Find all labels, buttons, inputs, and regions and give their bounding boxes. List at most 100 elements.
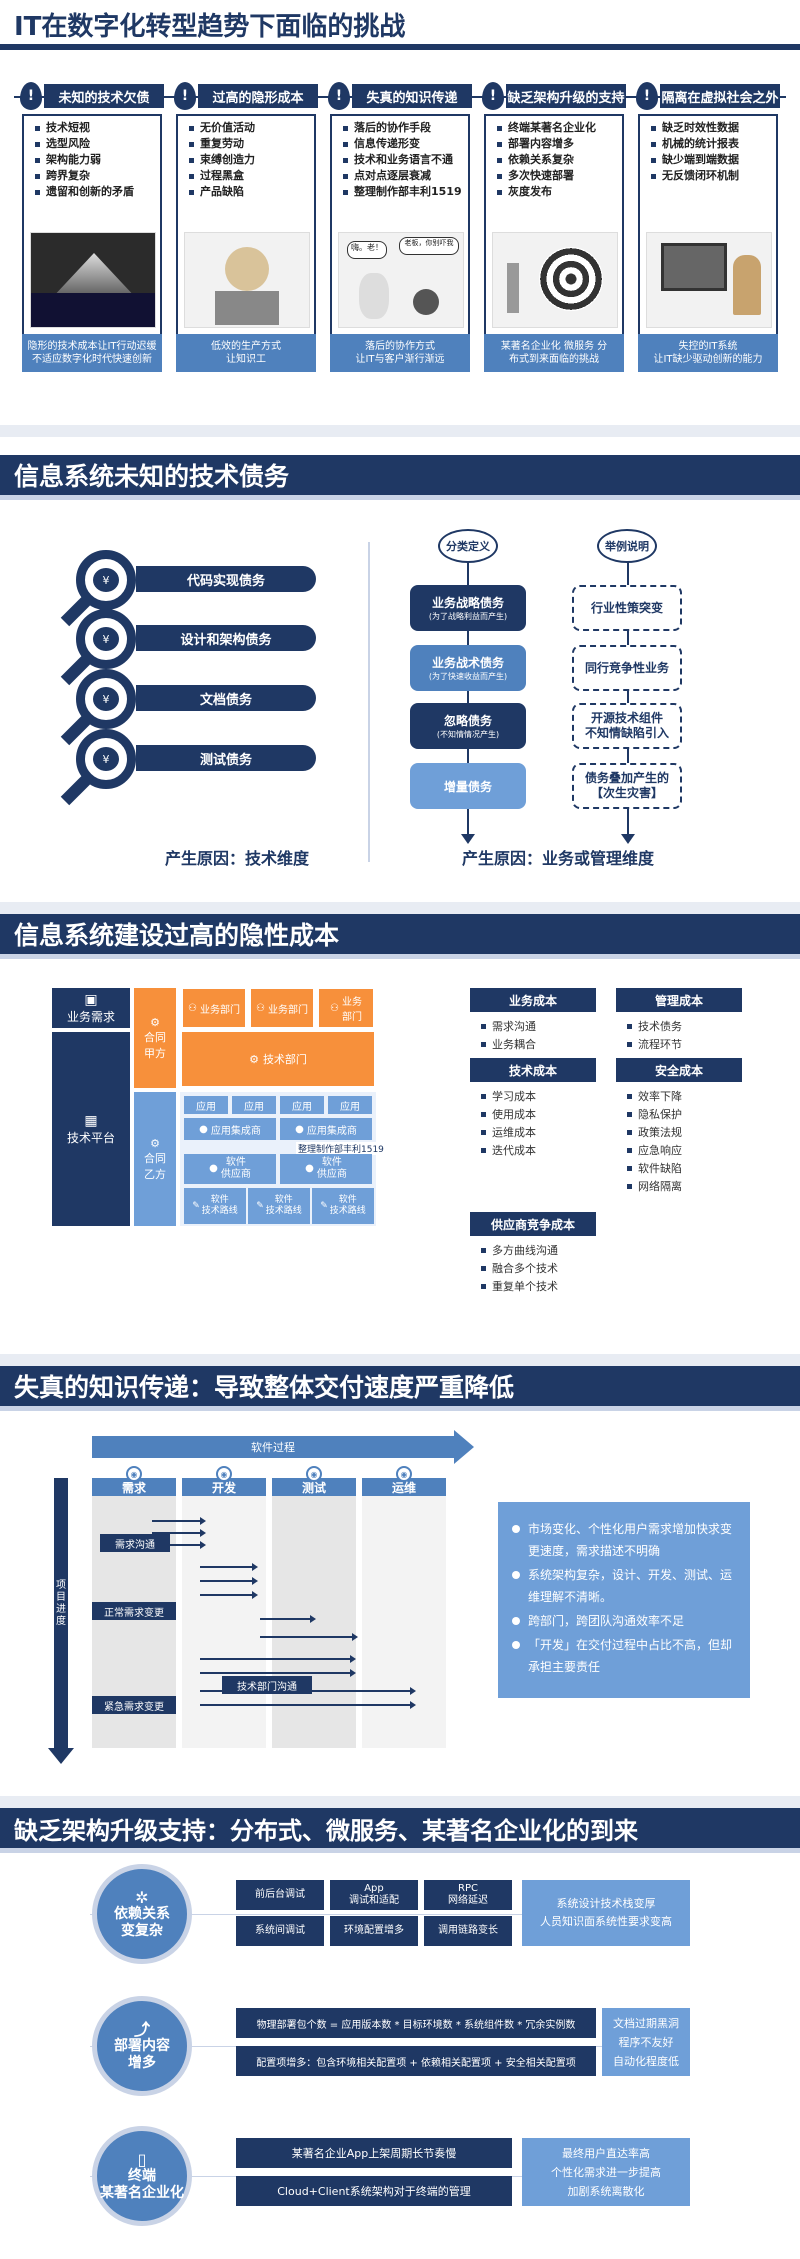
process-arrow: 软件过程 [92,1436,454,1458]
wrench-icon: ✎ [256,1200,264,1211]
def-name: 业务战略债务 [431,596,504,610]
cost-items: 多方曲线沟通融合多个技术重复单个技术 [478,1242,604,1296]
cost-items: 技术债务流程环节 [624,1018,750,1054]
col-item: 过程黑盒 [186,168,316,184]
phase-icon: ◉ [396,1466,412,1482]
row-cell: 前后台调试 [236,1880,324,1910]
row-cell: 环境配置增多 [330,1916,418,1946]
illustration [646,232,772,328]
arrow-right-icon [410,1687,416,1695]
phone-icon: ▯ [137,2149,147,2169]
divider [368,542,370,862]
route-box: ✎软件 技术路线 [248,1188,310,1224]
gear-icon: ⚙ [150,1015,160,1029]
exclamation-icon: ! [181,88,189,104]
slide1-title: IT在数字化转型趋势下面临的挑战 [14,12,406,42]
arrow-right-icon [350,1655,356,1663]
phase-icon: ◉ [306,1466,322,1482]
flow-arrow [200,1566,252,1568]
col-items: 无价值活动重复劳动束缚创造力过程黑盒产品缺陷 [186,120,316,200]
flow-arrow [200,1594,252,1596]
slide-knowledge-transfer: 失真的知识传递：导致整体交付速度严重降低 软件过程 需求◉开发◉测试◉运维◉ 项… [0,1366,800,1796]
cost-title: 安全成本 [616,1058,742,1082]
phase-icon: ◉ [216,1466,232,1482]
gear-icon: ⚙ [150,1136,160,1150]
row-cell: 配置项增多：包含环境相关配置项 + 依赖相关配置项 + 安全相关配置项 [236,2046,596,2076]
illustration [492,232,618,328]
arrow-right-icon [252,1591,258,1599]
arrow-right-icon [454,1430,474,1464]
separator [0,902,800,914]
col-title: 缺乏架构升级的支持 [506,84,626,108]
people-icon: ⚇ [256,1002,265,1014]
app-box: 应用 [280,1096,324,1114]
cost-item: 隐私保护 [624,1106,750,1124]
money-icon: ¥ [93,568,119,592]
col-footer: 失控的IT系统 让IT缺少驱动创新的能力 [638,334,778,372]
points-box: 市场变化、个性化用户需求增加快求变更速度，需求描述不明确系统架构复杂，设计、开发… [498,1502,750,1698]
row-cell: 物理部署包个数 = 应用版本数 * 目标环境数 * 系统组件数 * 冗余实例数 [236,2008,596,2038]
cost-item: 使用成本 [478,1106,604,1124]
col-item: 跨界复杂 [32,168,162,184]
arrow-right-icon [352,1633,358,1641]
col-item: 技术和业务语言不通 [340,152,470,168]
bullet-icon [512,1525,520,1533]
row-side: 最终用户直达率高 个性化需求进一步提高 加剧系统离散化 [522,2138,690,2206]
cost-items: 效率下降隐私保护政策法规应急响应软件缺陷网络隔离 [624,1088,750,1196]
exclamation-icon: ! [335,88,343,104]
col-item: 缺少端到端数据 [648,152,778,168]
col-footer: 落后的协作方式 让IT与客户渐行渐远 [330,334,470,372]
col-items: 落后的协作手段信息传递形变技术和业务语言不通点对点逐层衰减整理制作部丰利1519 [340,120,470,200]
wrench-icon: ✎ [192,1200,200,1211]
col-title: 过高的隐形成本 [198,84,318,108]
col-badge: ! [20,82,42,110]
tech-platform-label: 技术平台 [66,1130,115,1145]
col-items: 缺乏时效性数据机械的统计报表缺少端到端数据无反馈闭环机制 [648,120,778,184]
debt-item: 测试债务 [136,745,316,771]
separator [0,1354,800,1366]
illustration [30,232,156,328]
phase-column [182,1478,266,1748]
separator [0,425,800,437]
debt-item: 代码实现债务 [136,566,316,592]
col-item: 技术短视 [32,120,162,136]
cost-item: 运维成本 [478,1124,604,1142]
exclamation-icon: ! [27,88,35,104]
flow-arrow [200,1658,350,1660]
flow-label: 需求沟通 [100,1534,170,1552]
row-cell: Cloud+Client系统架构对于终端的管理 [236,2176,512,2206]
flow-arrow [152,1544,200,1546]
col-item: 无反馈闭环机制 [648,168,778,184]
monitor-icon [661,243,727,291]
slide-tech-debt: 信息系统未知的技术债务 ¥代码实现债务¥设计和架构债务¥文档债务¥测试债务 产生… [0,437,800,902]
cost-item: 流程环节 [624,1036,750,1054]
biz-need-label: 业务需求 [66,1009,115,1024]
slide5-title: 缺乏架构升级支持：分布式、微服务、某著名企业化的到来 [0,1808,800,1848]
party-b-box: ⚙ 合同 乙方 [134,1092,176,1226]
slide-challenges: IT在数字化转型趋势下面临的挑战 !未知的技术欠债技术短视选型风险架构能力弱跨界… [0,0,800,425]
col-item: 信息传递形变 [340,136,470,152]
cost-title: 技术成本 [470,1058,596,1082]
col-item: 落后的协作手段 [340,120,470,136]
person-icon [733,255,761,315]
person-icon: ● [305,1163,314,1174]
col-item: 整理制作部丰利1519 [340,184,470,200]
col-title: 隔离在虚拟社会之外 [660,84,780,108]
def-box: 增量债务 [410,763,526,809]
col-item: 多次快速部署 [494,168,624,184]
row-side: 文档过期黑洞 程序不友好 自动化程度低 [602,2008,690,2076]
col-item: 束缚创造力 [186,152,316,168]
row-circle: ▯ 终端 某著名企业化 [92,2126,192,2226]
left-cause: 产生原因：技术维度 [165,849,310,868]
arrow-right-icon [410,1701,416,1709]
illustration [184,232,310,328]
wrench-icon: ✎ [320,1200,328,1211]
arrow-down-icon [461,834,475,844]
bullet-icon [512,1617,520,1625]
col-item: 灰度发布 [494,184,624,200]
app-box: 应用 [184,1096,228,1114]
col-item: 部署内容增多 [494,136,624,152]
speech-bubble: 嗨。老！ [347,241,387,259]
arrow-right-icon [310,1615,316,1623]
person-icon: ● [295,1123,304,1135]
